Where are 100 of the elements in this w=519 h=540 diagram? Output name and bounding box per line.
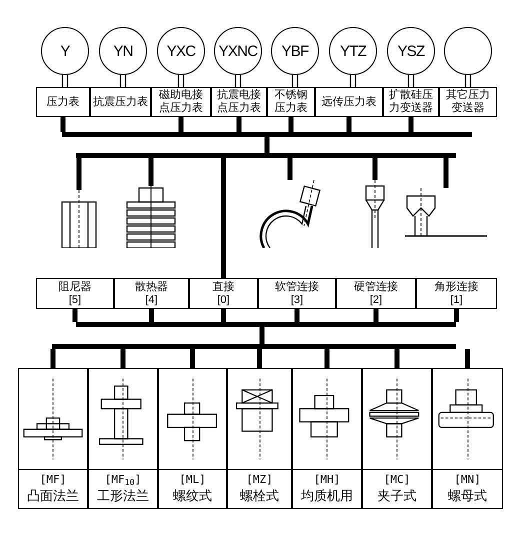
connector-line (444, 158, 448, 188)
code-label: [5] (68, 294, 82, 306)
connector-line (324, 349, 330, 368)
type-label: 直接 (212, 280, 234, 294)
connector-line (149, 309, 154, 322)
connector-line (288, 158, 292, 180)
mounting-label: 均质机用 (301, 487, 353, 504)
model-code: [MF] (40, 473, 66, 487)
mounting-label: 工形法兰 (97, 487, 149, 504)
connector-line (454, 309, 459, 322)
model-code: [MN] (454, 473, 481, 487)
type-label: 抗震电接点压力表 (216, 89, 262, 115)
connector-line (190, 349, 195, 368)
model-code: Y (60, 44, 70, 58)
gauge-stem (350, 74, 356, 88)
connection-box (258, 278, 336, 309)
gauge-stem (292, 74, 298, 88)
model-code: [MZ] (246, 473, 273, 487)
connector-line (465, 349, 470, 368)
model-code: YXNC (218, 44, 258, 58)
type-label: 散热器 (135, 280, 168, 294)
connector-line (294, 309, 300, 322)
model-code: YSZ (398, 44, 424, 58)
code-label: [1] (450, 294, 463, 306)
type-label: 阻尼器 (58, 280, 92, 294)
type-label: 不锈钢压力表 (274, 89, 308, 115)
type-label: 抗震压力表 (93, 96, 148, 108)
connector-line (372, 158, 378, 180)
connector-line (148, 158, 154, 186)
gauge-stem (120, 74, 126, 88)
model-code: [ML] (179, 473, 206, 487)
connector-line (288, 117, 294, 132)
connector-line (72, 309, 78, 322)
connector-line (257, 349, 262, 368)
connector-line (394, 349, 400, 368)
gauge-stem (464, 74, 472, 88)
mounting-box (227, 368, 292, 509)
model-code: [MC] (384, 473, 410, 487)
gauge-stem (234, 74, 242, 88)
connector-line (374, 309, 378, 322)
model-code: YXC (166, 44, 196, 58)
bus-bar (76, 322, 456, 327)
connection-box (114, 278, 189, 309)
connector-line (346, 117, 352, 132)
mounting-label: 凸面法兰 (27, 487, 79, 504)
mounting-box (362, 368, 432, 509)
bus-bar (62, 132, 472, 137)
model-code: YBF (282, 44, 308, 58)
code-label: [2] (370, 294, 382, 306)
mounting-box (88, 368, 158, 509)
mounting-box (432, 368, 503, 509)
gauge-type-box (383, 87, 439, 117)
gauge-type-box (211, 87, 267, 117)
connector-line (236, 117, 242, 132)
type-label: 磁助电接点压力表 (158, 89, 204, 115)
gauge-stem (178, 74, 184, 88)
gauge-type-box (315, 87, 383, 117)
connection-box (36, 278, 114, 309)
gauge-stem (62, 74, 68, 88)
connector-line (76, 158, 82, 190)
type-label: 压力表 (46, 96, 80, 108)
mounting-label: 螺栓式 (240, 487, 279, 504)
connector-line (408, 117, 414, 132)
type-label: 远传压力表 (322, 96, 376, 108)
gauge-stem (408, 74, 414, 88)
model-code: [MF$_{10}$] (104, 473, 142, 487)
type-label: 扩散硅压力变送器 (388, 89, 434, 115)
connector-line (120, 349, 126, 368)
connection-box (189, 278, 258, 309)
type-label: 角形连接 (434, 280, 478, 294)
damper-drawing (60, 190, 98, 248)
connector-line (260, 327, 264, 344)
type-label: 硬管连接 (354, 280, 398, 294)
mounting-label: 螺纹式 (173, 487, 212, 504)
model-code: YN (113, 44, 133, 58)
connector-line (221, 158, 226, 278)
connector-line (50, 349, 56, 368)
connector-line (264, 137, 270, 153)
model-code: YTZ (340, 44, 366, 58)
connection-box (336, 278, 416, 309)
mounting-box (292, 368, 362, 509)
code-label: [3] (290, 294, 304, 306)
gauge-type-box (267, 87, 315, 117)
gauge-type-box (90, 87, 151, 117)
model-code: [MH] (314, 473, 340, 487)
connector-line (221, 309, 226, 322)
gauge-type-box (439, 87, 497, 117)
connection-box (416, 278, 497, 309)
type-label: 软管连接 (275, 280, 319, 294)
hose-drawing (258, 180, 322, 248)
connector-line (60, 117, 66, 132)
radiator-drawing (125, 186, 177, 248)
gauge-type-box (36, 87, 90, 117)
code-label: [0] (217, 294, 230, 306)
mounting-label: 螺母式 (448, 487, 487, 504)
gauge-type-box (151, 87, 211, 117)
mounting-box (158, 368, 227, 509)
bus-bar (76, 153, 456, 158)
code-label: [4] (145, 294, 158, 306)
bus-bar (52, 344, 456, 349)
